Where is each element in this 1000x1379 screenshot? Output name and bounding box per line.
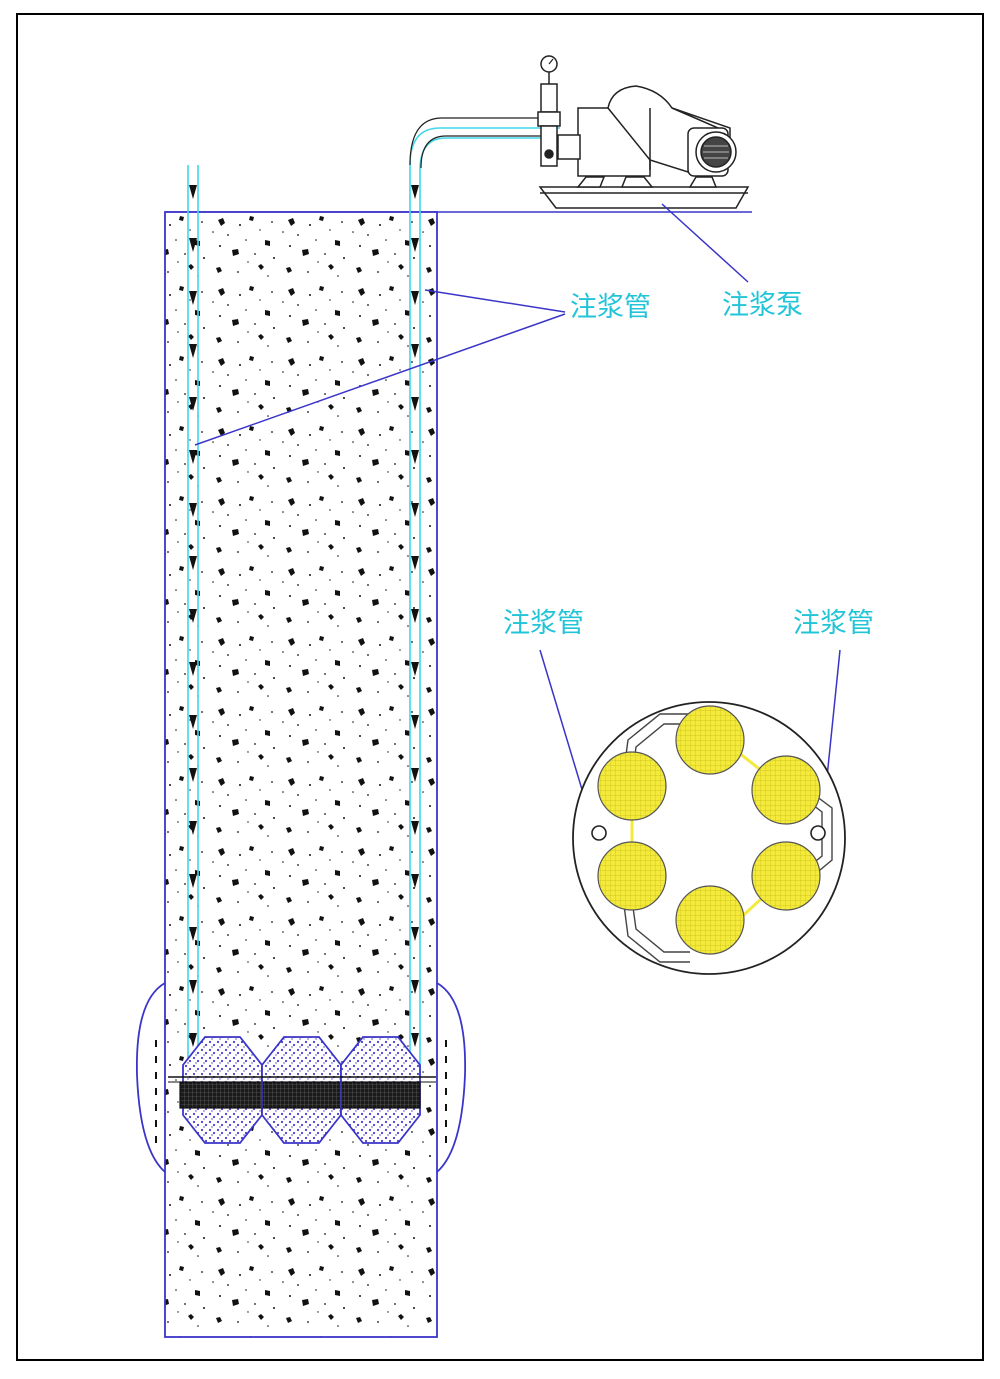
grouting-pipe-left xyxy=(187,165,199,1075)
label-grouting-pipe: 注浆管 xyxy=(570,292,651,323)
flow-arrow-icon xyxy=(189,821,197,835)
flow-arrow-icon xyxy=(189,238,197,252)
flow-arrow-icon xyxy=(411,1033,419,1047)
flow-arrow-icon xyxy=(411,821,419,835)
flow-arrow-icon xyxy=(411,609,419,623)
flow-arrows-right xyxy=(411,185,419,1047)
flow-arrow-icon xyxy=(411,768,419,782)
grouting-pump-icon xyxy=(537,72,750,209)
pressure-gauge-icon xyxy=(540,55,558,73)
flow-arrow-icon xyxy=(411,238,419,252)
flow-arrow-icon xyxy=(411,556,419,570)
flow-arrow-icon xyxy=(411,291,419,305)
flow-arrow-icon xyxy=(189,450,197,464)
grouting-device-band xyxy=(168,1076,436,1110)
flow-arrow-icon xyxy=(189,291,197,305)
side-grout-flow-right xyxy=(436,982,466,1173)
flow-arrow-icon xyxy=(411,927,419,941)
flow-arrow-icon xyxy=(411,715,419,729)
flow-arrow-icon xyxy=(411,662,419,676)
flow-arrow-icon xyxy=(411,980,419,994)
flow-arrow-icon xyxy=(189,874,197,888)
label-section-pipe-right: 注浆管 xyxy=(793,608,874,639)
flow-arrow-icon xyxy=(189,980,197,994)
flow-arrow-icon xyxy=(189,556,197,570)
flow-arrow-icon xyxy=(411,344,419,358)
flow-arrow-icon xyxy=(411,397,419,411)
pile-body xyxy=(164,211,438,1338)
grouting-pipe-right xyxy=(409,117,560,1075)
drawing-frame xyxy=(16,13,984,1361)
flow-arrow-icon xyxy=(189,185,197,199)
flow-arrow-icon xyxy=(189,662,197,676)
flow-arrow-icon xyxy=(189,715,197,729)
label-grouting-pump: 注浆泵 xyxy=(722,290,803,321)
flow-arrow-icon xyxy=(189,503,197,517)
label-section-pipe-left: 注浆管 xyxy=(503,608,584,639)
flow-arrow-icon xyxy=(411,874,419,888)
flow-arrow-icon xyxy=(189,1033,197,1047)
side-grout-flow-left xyxy=(136,982,166,1173)
flow-arrow-icon xyxy=(411,185,419,199)
flow-arrow-icon xyxy=(189,927,197,941)
flow-arrow-icon xyxy=(189,397,197,411)
pile-cross-section xyxy=(572,701,846,975)
flow-arrow-icon xyxy=(189,768,197,782)
flow-arrow-icon xyxy=(189,609,197,623)
flow-arrow-icon xyxy=(411,503,419,517)
flow-arrows-left xyxy=(189,185,197,1047)
flow-arrow-icon xyxy=(411,450,419,464)
flow-arrow-icon xyxy=(189,344,197,358)
